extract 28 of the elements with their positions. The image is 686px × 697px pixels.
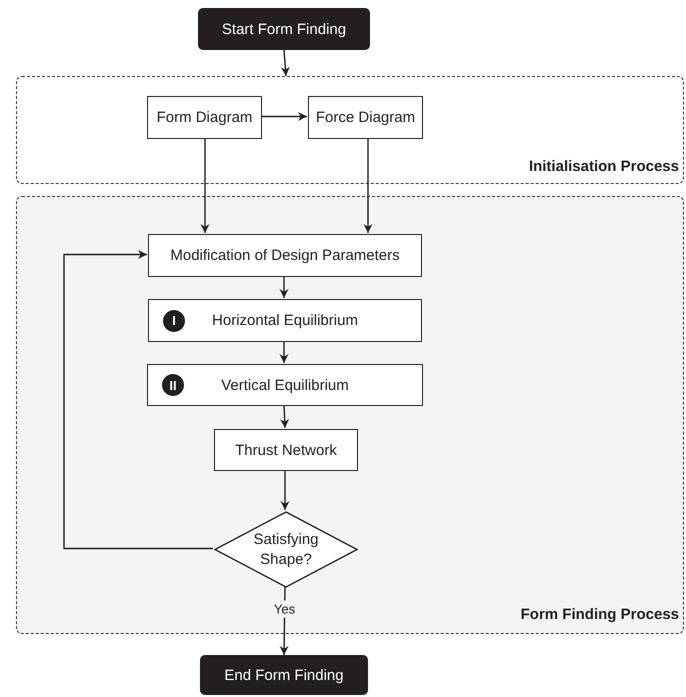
arrow xyxy=(200,138,210,233)
arrow xyxy=(63,250,213,550)
process-box: Force Diagram xyxy=(308,96,423,139)
step-number-badge: II xyxy=(162,374,184,396)
arrow xyxy=(280,341,288,363)
process-box: Thrust Network xyxy=(214,429,358,471)
step-label: Vertical Equilibrium xyxy=(221,376,349,394)
terminal-box: End Form Finding xyxy=(200,655,368,695)
process-box xyxy=(147,364,423,406)
step-number-badge: I xyxy=(163,310,185,332)
arrow xyxy=(280,404,290,428)
arrow xyxy=(280,470,290,510)
step-label: Horizontal Equilibrium xyxy=(212,312,358,329)
dashed-group-frame xyxy=(16,76,684,184)
edge-label: Yes xyxy=(272,600,298,618)
arrow xyxy=(280,50,290,76)
arrow xyxy=(261,112,307,121)
process-box xyxy=(148,299,422,342)
arrow xyxy=(364,138,372,233)
terminal-box: Start Form Finding xyxy=(198,8,370,50)
process-box: Modification of Design Parameters xyxy=(148,234,422,277)
decision-diamond xyxy=(214,511,358,588)
group-title: Initialisation Process xyxy=(528,158,679,175)
process-box: Form Diagram xyxy=(147,96,262,139)
decision-label: Satisfying Shape? xyxy=(252,530,320,569)
group-title: Form Finding Process xyxy=(520,606,679,623)
arrow xyxy=(280,276,288,298)
dashed-group-frame xyxy=(16,196,684,634)
